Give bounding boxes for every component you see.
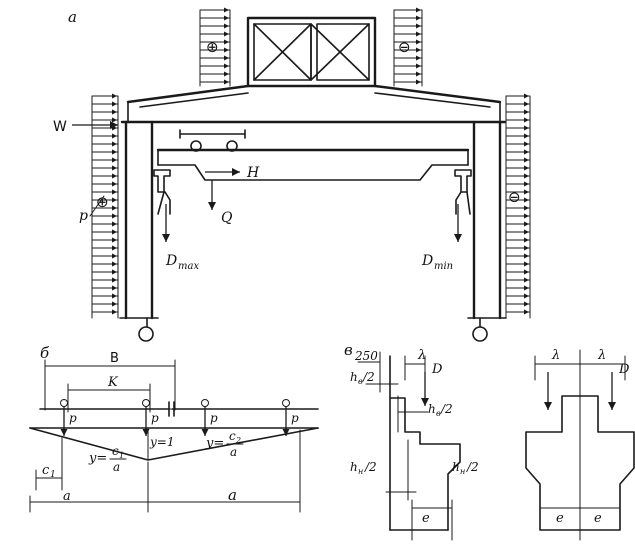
label-hb-top-half: /2: [362, 370, 375, 384]
label-p-2: p: [151, 411, 159, 425]
crane-bridge: [153, 129, 472, 215]
label-K: K: [107, 375, 119, 390]
wheel-3: [201, 399, 209, 407]
label-250: 250: [354, 349, 378, 363]
minus-sign-right: ⊖: [508, 188, 521, 206]
wind-strip-top-right: [393, 7, 423, 87]
panel-b: б B K p p p p y=1 y= c 1 a y= c 2 a c 1: [29, 344, 319, 513]
plus-sign-left: ⊕: [96, 193, 109, 211]
label-hn-right-sub: н: [460, 467, 465, 476]
panel-v: в 250 λ D h в /2 h в /2 h н /2 h н: [344, 341, 635, 541]
label-e-left: e: [422, 511, 430, 526]
label-c1: c: [42, 463, 50, 478]
roof-line-inner: [139, 92, 491, 108]
label-y-left-num: c: [112, 444, 119, 458]
label-y-right-num: c: [229, 429, 236, 443]
wind-strip-right: [505, 93, 531, 319]
label-p: p: [79, 208, 88, 224]
label-hn-left-half: /2: [364, 460, 377, 474]
label-H: H: [246, 165, 260, 181]
wind-strip-top-left: [199, 7, 231, 87]
label-hn-left: h: [350, 460, 358, 474]
panel-v-label: в: [344, 341, 353, 359]
label-e-r1: e: [556, 511, 564, 526]
force-Dmin: D min: [421, 204, 462, 272]
label-D-left: D: [431, 362, 443, 377]
label-hb-mid-sub: в: [436, 409, 441, 418]
label-Q: Q: [221, 210, 233, 226]
force-W: W: [53, 119, 118, 135]
label-hb-top: h: [350, 370, 358, 384]
label-lambda-r2: λ: [597, 348, 606, 363]
panel-a-label: а: [68, 8, 77, 26]
label-c1-sub: 1: [50, 470, 56, 480]
label-y-left-den: a: [113, 460, 120, 474]
panel-b-label: б: [40, 344, 50, 362]
left-column: [119, 120, 159, 342]
wheel-1: [60, 399, 68, 407]
label-y-left-lhs: y=: [88, 451, 107, 466]
wheel-4: [282, 399, 290, 407]
label-B: B: [110, 351, 119, 366]
label-a-right: a: [228, 486, 237, 504]
panel-a: а: [53, 7, 531, 342]
label-a-left: a: [63, 489, 71, 504]
roof-line: [126, 84, 502, 104]
label-hn-right-half: /2: [466, 460, 479, 474]
label-Dmin-sub: min: [434, 261, 453, 272]
label-hb-mid: h: [428, 402, 436, 416]
label-y-left-num-sub: 1: [119, 451, 124, 460]
label-p-4: p: [291, 411, 299, 425]
label-Dmax: D: [165, 253, 177, 269]
stepped-column-right: λ λ D e e: [525, 348, 635, 541]
label-hb-mid-half: /2: [440, 402, 453, 416]
label-p-1: p: [69, 411, 77, 425]
wind-strip-left: [91, 93, 119, 319]
label-y-one: y=1: [149, 435, 174, 449]
label-Dmax-sub: max: [178, 261, 199, 272]
plus-sign-top: ⊕: [206, 38, 219, 56]
label-W: W: [53, 119, 67, 135]
minus-sign-top: ⊖: [398, 38, 411, 56]
label-p-3: p: [210, 411, 218, 425]
label-y-right-num-sub: 2: [235, 436, 241, 445]
right-support-hinge: [472, 326, 488, 342]
stepped-column-left: 250 λ D h в /2 h в /2 h н /2 h н /2 e: [350, 348, 479, 541]
label-e-r2: e: [594, 511, 602, 526]
roof-lantern: [246, 16, 377, 88]
force-Dmax: D max: [162, 204, 199, 272]
left-support-hinge: [138, 326, 154, 342]
label-lambda-r1: λ: [551, 348, 560, 363]
label-hb-top-sub: в: [358, 377, 363, 386]
label-hn-right: h: [452, 460, 460, 474]
right-column: [467, 120, 507, 342]
label-hn-left-sub: н: [358, 467, 363, 476]
label-y-right-den: a: [230, 445, 237, 459]
label-D-right: D: [618, 362, 630, 377]
force-H: H: [205, 165, 260, 181]
label-lambda-left: λ: [417, 348, 426, 363]
force-Q: Q: [208, 180, 233, 226]
label-y-right-lhs: y=: [205, 436, 224, 451]
wheel-2: [142, 399, 150, 407]
label-Dmin: D: [421, 253, 433, 269]
